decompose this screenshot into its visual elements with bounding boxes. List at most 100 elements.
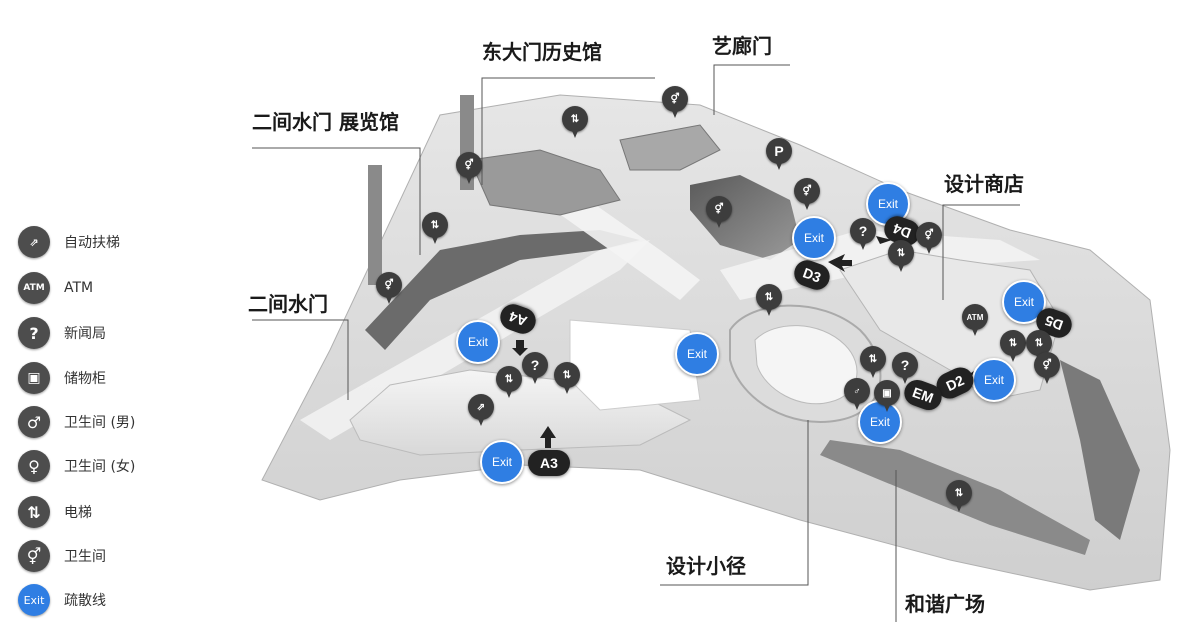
atm-pin[interactable]: ATM [962,304,988,338]
parking-marker[interactable]: P [766,138,792,172]
elevator-pin[interactable]: ⇅ [422,212,448,246]
pin-tail [430,232,440,244]
pin-tail [882,400,892,412]
leader-history-hall [481,77,655,185]
locker-icon: ▣ [18,362,50,394]
elevator-pin[interactable]: ⇅ [756,284,782,318]
female-restroom-icon: ♀ [18,450,50,482]
exit-icon: Exit [18,584,50,616]
restroom-pin[interactable]: ⚥ [794,178,820,212]
pin-tail [562,382,572,394]
information-icon: ? [522,352,548,378]
elevator-pin[interactable]: ⇅ [496,366,522,400]
pin-tail [900,372,910,384]
pin-tail [868,366,878,378]
pin-tail [476,414,486,426]
exit-marker[interactable]: Exit [792,216,836,260]
information-pin[interactable]: ? [892,352,918,386]
pin-tail [1042,372,1052,384]
pin-tail [896,260,906,272]
pin-tail [970,324,980,336]
gate-a3[interactable]: A3 [528,450,570,476]
exit-marker[interactable]: Exit [972,358,1016,402]
legend-label: 卫生间 [64,549,106,565]
exit-marker[interactable]: Exit [858,400,902,444]
leader-design-path [660,420,809,586]
legend-item-atm: ATM ATM [18,271,93,305]
pin-tail [802,198,812,210]
legend-item-elevator: ⇅ 电梯 [18,495,92,529]
elevator-pin[interactable]: ⇅ [1000,330,1026,364]
pin-tail [924,242,934,254]
elevator-pin[interactable]: ⇅ [554,362,580,396]
pin-tail [1008,350,1018,362]
elevator-icon: ⇅ [860,346,886,372]
escalator-icon: ⇗ [18,226,50,258]
legend-item-male-restroom: ♂ 卫生间 (男) [18,405,135,439]
escalator-pin[interactable]: ⇗ [468,394,494,428]
leader-erganshuimen-hall [252,147,421,255]
arrow-a4 [512,340,528,356]
locker-pin[interactable]: ▣ [874,380,900,414]
legend-item-escalator: ⇗ 自动扶梯 [18,225,120,259]
legend-label: ATM [64,280,94,296]
arrow-d3 [828,254,852,272]
legend-label: 储物柜 [64,371,106,387]
pin-tail [464,172,474,184]
restroom-pin[interactable]: ⚥ [916,222,942,256]
erganshuimen-label: 二间水门 [248,292,328,316]
pin-tail [504,386,514,398]
pin-tail [384,292,394,304]
erganshuimen-hall-label: 二间水门 展览馆 [252,110,399,134]
design-path-label: 设计小径 [666,554,746,578]
pin-tail [570,126,580,138]
arrow-d4 [876,236,892,244]
park-strip-north [365,230,640,350]
legend-item-locker: ▣ 储物柜 [18,361,106,395]
restroom-pin[interactable]: ⚥ [1034,352,1060,386]
pin-tail [954,500,964,512]
history-hall-building [469,149,621,216]
elevator-icon: ⇅ [18,496,50,528]
elevator-pin[interactable]: ⇅ [562,106,588,140]
information-pin[interactable]: ? [850,218,876,252]
pin-tail [858,238,868,250]
male-restroom-pin[interactable]: ♂ [844,378,870,412]
leader-art-gate [713,64,790,115]
elevator-pin[interactable]: ⇅ [860,346,886,380]
elevator-pin[interactable]: ⇅ [1026,330,1052,364]
atm-icon: ATM [18,272,50,304]
legend-item-exit: Exit 疏散线 [18,583,106,617]
pin-tail [852,398,862,410]
information-icon: ? [18,317,50,349]
elevator-pin[interactable]: ⇅ [888,240,914,274]
restroom-pin[interactable]: ⚥ [706,196,732,230]
exit-marker[interactable]: Exit [456,320,500,364]
restroom-pin[interactable]: ⚥ [662,86,688,120]
legend-label: 卫生间 (男) [64,415,136,431]
information-pin[interactable]: ? [522,352,548,386]
exit-marker[interactable]: Exit [480,440,524,484]
restroom-pin[interactable]: ⚥ [376,272,402,306]
male-restroom-icon: ♂ [18,406,50,438]
park-strip-far-east [1060,360,1140,540]
callout-lines [252,64,1020,622]
legend-label: 新闻局 [64,326,106,342]
restroom-icon: ⚥ [18,540,50,572]
restroom-pin[interactable]: ⚥ [456,152,482,186]
pin-tail [714,216,724,228]
legend-label: 电梯 [64,505,92,521]
exit-marker[interactable]: Exit [675,332,719,376]
elevator-pin[interactable]: ⇅ [946,480,972,514]
design-shop-label: 设计商店 [944,172,1024,196]
art-gate-building [619,124,721,171]
pin-tail [774,158,784,170]
art-gate-label: 艺廊门 [712,34,772,58]
pin-tail [670,106,680,118]
legend-label: 卫生间 (女) [64,459,136,475]
legend-label: 疏散线 [64,593,106,609]
history-hall-label: 东大门历史馆 [482,40,602,64]
legend-item-restroom: ⚥ 卫生间 [18,539,106,573]
tower-left [368,165,382,285]
